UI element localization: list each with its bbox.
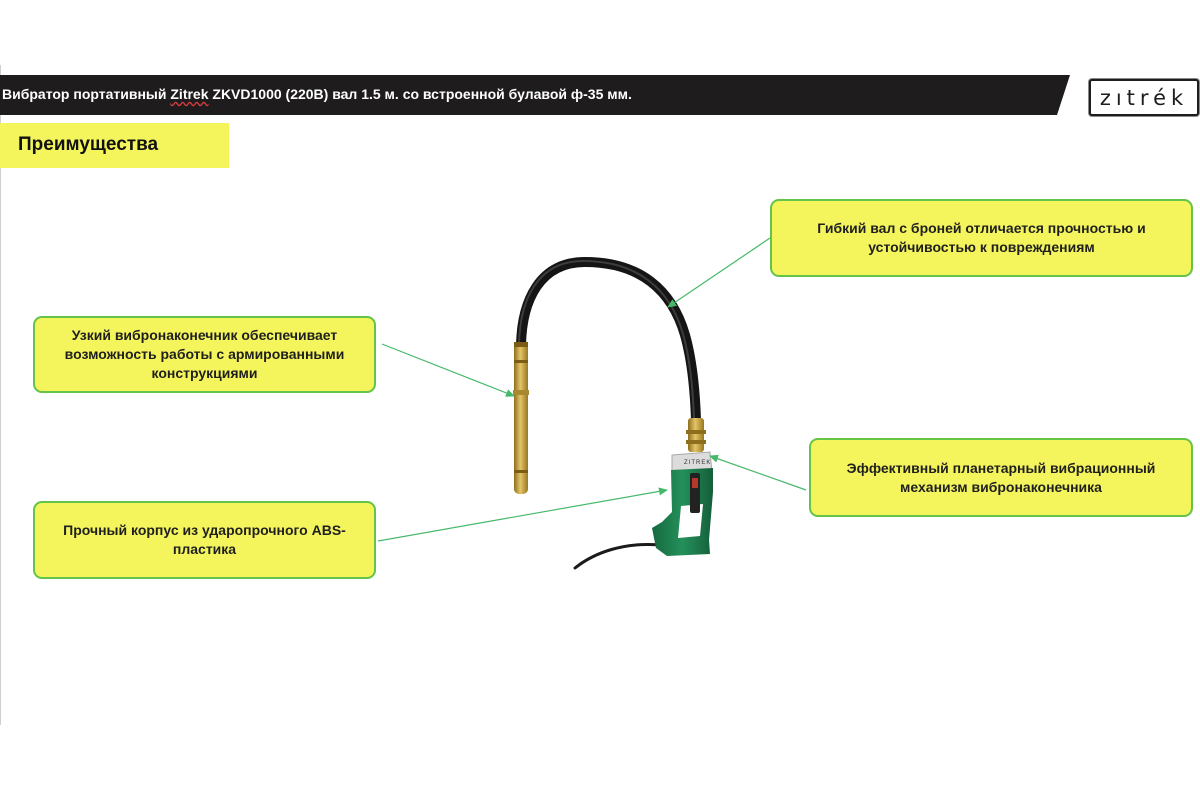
arrow-mechanism [709,454,807,491]
title-brand: Zitrek [170,86,209,102]
arrow-body [377,487,668,542]
handle-brand: ZITREK [684,460,711,466]
zitrek-logo: zıtrék [1089,79,1199,116]
callout-mechanism: Эффективный планетарный вибрационный мех… [809,438,1193,517]
arrow-shaft [667,237,771,308]
callout-body: Прочный корпус из ударопрочного ABS-плас… [33,501,376,579]
callout-tip: Узкий вибронаконечник обеспечивает возмо… [33,316,376,393]
power-cord [573,542,662,570]
tool-handle [652,451,713,556]
title-rest: ZKVD1000 (220В) вал 1.5 м. со встроенной… [208,86,632,102]
shaft-coupling [688,418,704,452]
slide-canvas [0,65,1200,725]
section-label: Преимущества [18,134,159,155]
title-bar [0,75,1070,115]
callout-shaft: Гибкий вал с броней отличается прочность… [770,199,1193,277]
product-title: Вибратор портативный Zitrek ZKVD1000 (22… [2,86,632,102]
flexible-shaft [516,256,701,425]
section-tab [0,123,229,168]
title-prefix: Вибратор портативный [2,86,171,102]
vibrator-tip [514,342,528,494]
arrow-tip [381,343,515,397]
